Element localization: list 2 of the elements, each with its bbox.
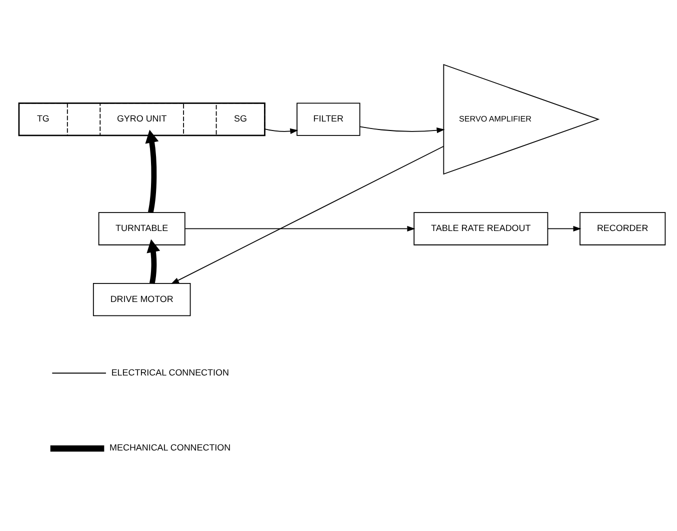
legend-label: MECHANICAL CONNECTION — [110, 442, 231, 453]
legend-label: ELECTRICAL CONNECTION — [111, 367, 229, 378]
